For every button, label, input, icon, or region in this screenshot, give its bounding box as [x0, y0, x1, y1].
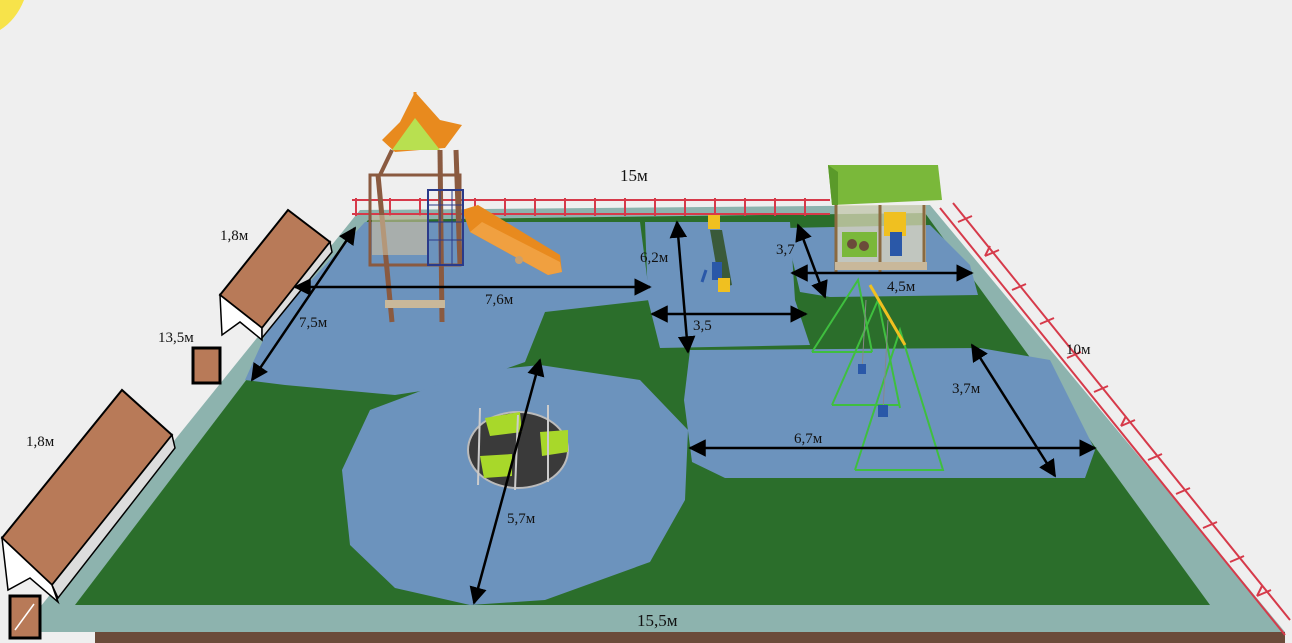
urn-top — [191, 346, 222, 385]
top-fence — [352, 198, 830, 216]
label-top-width: 15м — [620, 166, 648, 185]
label-house-width: 4,5м — [887, 279, 916, 295]
right-fence — [939, 202, 1291, 636]
label-carousel-diameter: 5,7м — [507, 511, 536, 527]
label-right-depth: 10м — [1066, 342, 1091, 358]
label-house-depth: 3,7 — [776, 242, 795, 258]
swing-zone-surface — [684, 348, 1095, 478]
label-swing-depth: 3,7м — [952, 381, 981, 397]
label-complex-width: 7,6м — [485, 292, 514, 308]
seesaw — [700, 215, 732, 292]
label-seesaw-depth: 6,2м — [640, 250, 669, 266]
label-left-depth: 13,5м — [158, 330, 194, 346]
label-swing-width: 6,7м — [794, 431, 823, 447]
sun-icon — [0, 0, 24, 30]
ground-edge — [95, 632, 1285, 643]
bench-bottom — [0, 388, 176, 605]
label-complex-depth: 7,5м — [299, 315, 328, 331]
play-house — [828, 165, 942, 272]
dimension-arrows — [250, 220, 1097, 605]
urn-bottom — [8, 594, 42, 640]
label-seesaw-width: 3,5 — [693, 318, 712, 334]
label-bottom-width: 15,5м — [637, 611, 678, 630]
label-bench-top: 1,8м — [220, 228, 249, 244]
label-bench-bottom: 1,8м — [26, 434, 55, 450]
